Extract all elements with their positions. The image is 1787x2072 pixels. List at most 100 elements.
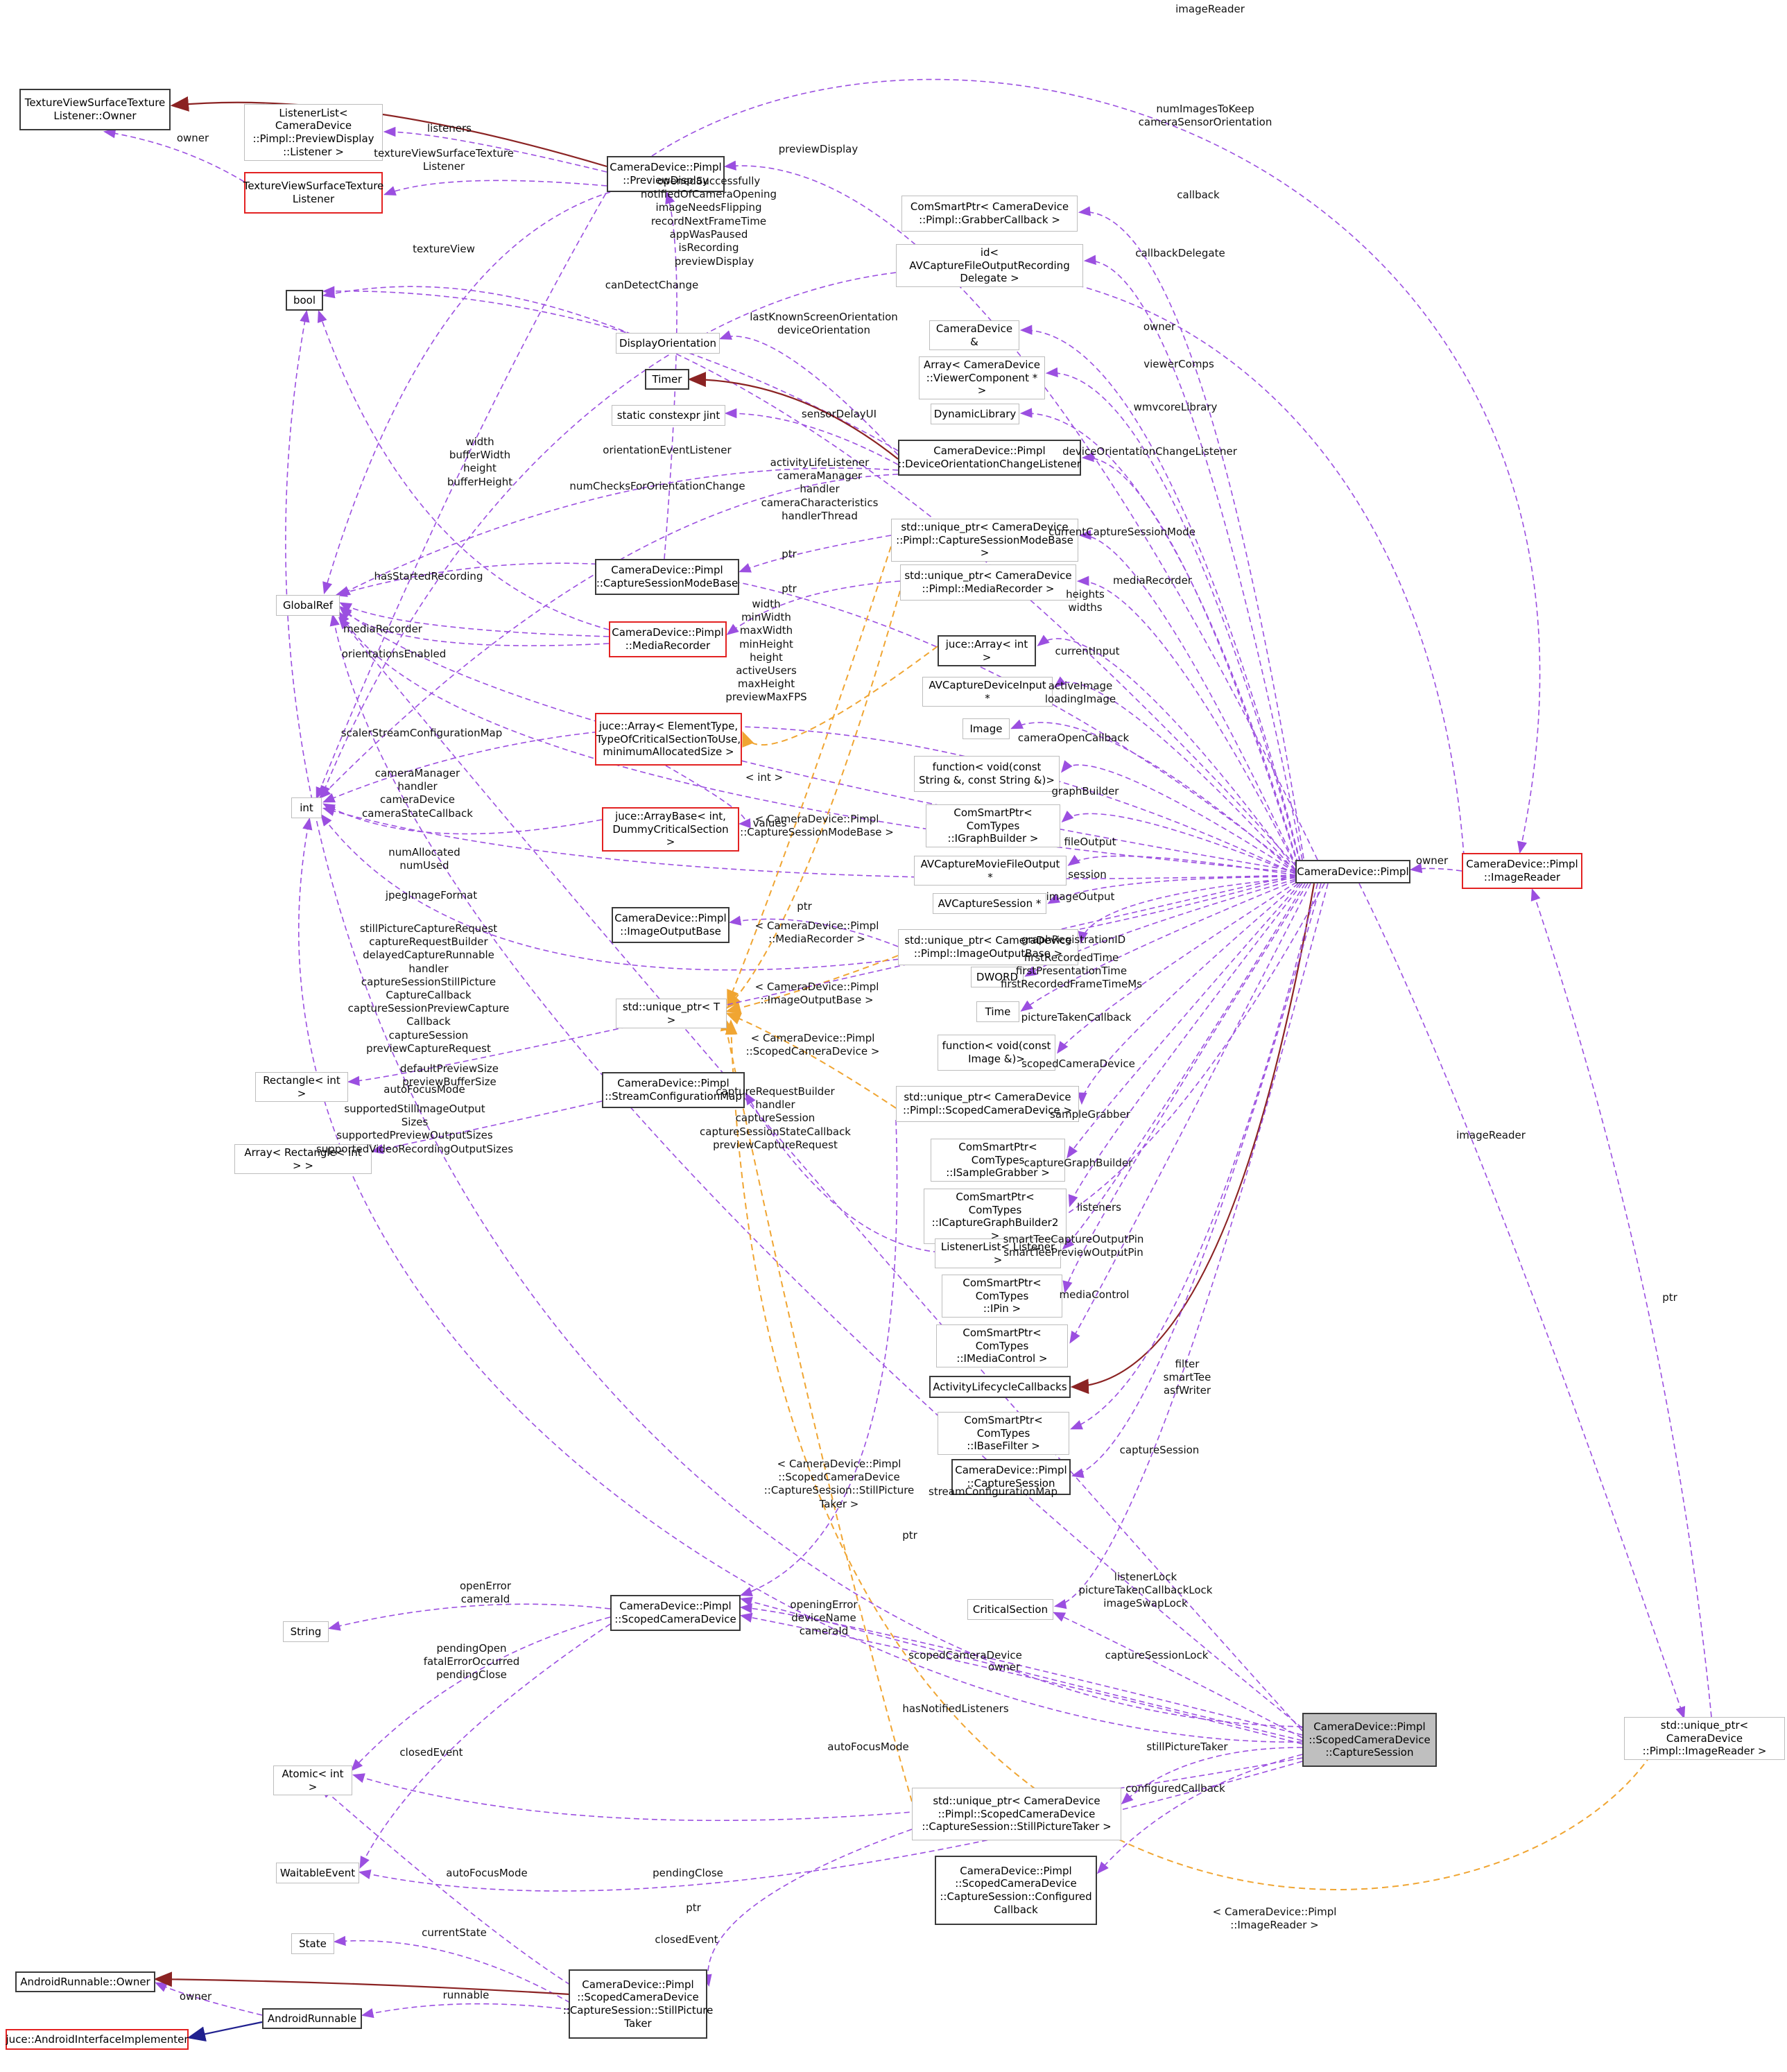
edge: [1053, 1612, 1303, 1738]
edge: [361, 2003, 571, 2019]
node-comsmartptr-isamplegrabber[interactable]: ComSmartPtr< ComTypes ::ISampleGrabber >: [931, 1139, 1065, 1182]
node-pimpl[interactable]: CameraDevice::Pimpl: [1295, 860, 1410, 883]
node-still-picture-taker[interactable]: CameraDevice::Pimpl ::ScopedCameraDevice…: [563, 1969, 713, 2039]
edge-label: callbackDelegate: [1135, 247, 1225, 259]
node-int[interactable]: int: [291, 797, 322, 818]
node-unique-ptr-t[interactable]: std::unique_ptr< T >: [616, 999, 727, 1029]
node-comsmartptr-ibasefilter[interactable]: ComSmartPtr< ComTypes ::IBaseFilter >: [938, 1412, 1069, 1455]
edge-label: openError cameraId: [460, 1580, 511, 1606]
edge: [1078, 530, 1297, 867]
edge: [338, 616, 1303, 1732]
node-rectangle-int[interactable]: Rectangle< int >: [255, 1072, 348, 1103]
node-display-orientation[interactable]: DisplayOrientation: [616, 333, 720, 354]
edge: [327, 1603, 611, 1631]
node-array-rectangle[interactable]: Array< Rectangle< int > >: [234, 1144, 372, 1175]
node-tvstl-owner[interactable]: TextureViewSurfaceTexture Listener::Owne…: [19, 89, 171, 130]
edge: [322, 191, 611, 595]
node-criticalsection[interactable]: CriticalSection: [967, 1599, 1053, 1620]
node-comsmartptr-ipin[interactable]: ComSmartPtr< ComTypes ::IPin >: [942, 1275, 1062, 1318]
edge-label: mediaRecorder: [343, 623, 422, 635]
node-uptr-imageoutputbase[interactable]: std::unique_ptr< CameraDevice ::Pimpl::I…: [898, 929, 1078, 965]
node-juce-arraybase[interactable]: juce::ArrayBase< int, DummyCriticalSecti…: [602, 807, 739, 852]
edge-label: openedSuccessfully notifiedOfCameraOpeni…: [640, 175, 777, 254]
edge-label: < CameraDevice::Pimpl ::ImageReader >: [1212, 1906, 1337, 1932]
node-comsmartptr-icapturegraphbuilder2[interactable]: ComSmartPtr< ComTypes ::ICaptureGraphBui…: [924, 1189, 1067, 1245]
node-androidrunnable-owner[interactable]: AndroidRunnable::Owner: [15, 1971, 155, 1992]
node-device-orientation-change-listener[interactable]: CameraDevice::Pimpl ::DeviceOrientationC…: [898, 440, 1081, 476]
node-id-avcapturefileoutput-delegate[interactable]: id< AVCaptureFileOutputRecording Delegat…: [896, 244, 1083, 287]
edge-label: graphRegistrationID: [1021, 933, 1126, 946]
edge: [725, 1012, 897, 1109]
edge-label: runnable: [442, 1989, 490, 2001]
node-comsmartptr-imediacontrol[interactable]: ComSmartPtr< ComTypes ::IMediaControl >: [936, 1324, 1068, 1367]
node-array-viewercomponent[interactable]: Array< CameraDevice ::ViewerComponent * …: [919, 356, 1045, 399]
edge-label: callback: [1177, 189, 1220, 201]
node-android-interface-implementer[interactable]: juce::AndroidInterfaceImplementer: [6, 2029, 189, 2050]
node-scoped-camera-device[interactable]: CameraDevice::Pimpl ::ScopedCameraDevice: [610, 1595, 741, 1631]
edge: [358, 1761, 1303, 1892]
node-uptr-scopedcameradevice[interactable]: std::unique_ptr< CameraDevice ::Pimpl::S…: [896, 1086, 1079, 1122]
edge-label: < int >: [745, 771, 784, 784]
edge: [316, 185, 611, 800]
node-capturesession-pimpl[interactable]: CameraDevice::Pimpl ::CaptureSession: [951, 1459, 1071, 1495]
edge: [1053, 883, 1329, 1609]
edge-label: sampleGrabber: [1050, 1108, 1130, 1121]
edge: [359, 1623, 611, 1869]
node-avcapturesession[interactable]: AVCaptureSession *: [933, 893, 1046, 914]
node-globalref[interactable]: GlobalRef: [276, 595, 340, 616]
node-state[interactable]: State: [291, 1933, 334, 1954]
node-timer[interactable]: Timer: [645, 369, 689, 390]
edge: [720, 1015, 913, 1802]
node-capture-session-main[interactable]: CameraDevice::Pimpl ::ScopedCameraDevice…: [1302, 1713, 1437, 1767]
node-image[interactable]: Image: [962, 718, 1010, 739]
edge-label: autoFocusMode: [383, 1083, 465, 1096]
node-comsmartptr-grabbercallback[interactable]: ComSmartPtr< CameraDevice ::Pimpl::Grabb…: [901, 196, 1078, 232]
edge-label: closedEvent: [399, 1746, 463, 1759]
node-waitableevent[interactable]: WaitableEvent: [276, 1863, 359, 1883]
node-tvstl[interactable]: TextureViewSurfaceTexture Listener: [243, 172, 383, 214]
node-capture-session-mode-base[interactable]: CameraDevice::Pimpl ::CaptureSessionMode…: [595, 559, 739, 595]
node-uptr-mediarecorder[interactable]: std::unique_ptr< CameraDevice ::Pimpl::M…: [900, 564, 1076, 601]
node-bool[interactable]: bool: [286, 290, 323, 311]
node-configured-callback[interactable]: CameraDevice::Pimpl ::ScopedCameraDevice…: [935, 1856, 1097, 1925]
node-comsmartptr-igraphbuilder[interactable]: ComSmartPtr< ComTypes ::IGraphBuilder >: [926, 804, 1060, 847]
node-avcapturemoviefileoutput[interactable]: AVCaptureMovieFileOutput *: [914, 856, 1067, 886]
edge-label: smartTeeCaptureOutputPin smartTeePreview…: [1003, 1233, 1144, 1259]
edge-label: defaultPreviewSize previewBufferSize: [400, 1062, 499, 1089]
node-uptr-imagereader[interactable]: std::unique_ptr< CameraDevice ::Pimpl::I…: [1624, 1717, 1785, 1760]
edge: [298, 817, 1303, 1743]
edge: [727, 546, 892, 1005]
node-media-recorder[interactable]: CameraDevice::Pimpl ::MediaRecorder: [609, 621, 727, 657]
node-juce-array-elementtype[interactable]: juce::Array< ElementType, TypeOfCritical…: [595, 713, 742, 766]
node-juce-array-int[interactable]: juce::Array< int >: [938, 635, 1036, 667]
node-static-constexpr-jint[interactable]: static constexpr jint: [612, 405, 725, 426]
node-uptr-capturesessionmodebase[interactable]: std::unique_ptr< CameraDevice ::Pimpl::C…: [891, 519, 1078, 562]
edge: [338, 467, 899, 596]
edge-label: captureRequestBuilder handler captureSes…: [700, 1085, 851, 1151]
node-androidrunnable[interactable]: AndroidRunnable: [262, 2008, 362, 2029]
edge-label: textureViewSurfaceTexture Listener: [374, 147, 514, 173]
edge-label: width bufferWidth height bufferHeight: [447, 435, 513, 488]
node-listenerlist-listener[interactable]: ListenerList< Listener >: [935, 1238, 1061, 1269]
node-function-string-callback[interactable]: function< void(const String &, const Str…: [914, 756, 1060, 792]
node-string[interactable]: String: [283, 1621, 329, 1642]
edge: [723, 160, 1318, 861]
edge: [153, 1971, 571, 1996]
node-function-image-callback[interactable]: function< void(const Image &)>: [938, 1035, 1055, 1071]
edge: [352, 1757, 1303, 1822]
node-dword[interactable]: DWORD: [971, 967, 1024, 987]
node-time[interactable]: Time: [976, 1001, 1019, 1022]
node-imageoutput-base[interactable]: CameraDevice::Pimpl ::ImageOutputBase: [612, 907, 730, 943]
node-cameradevice-ref[interactable]: CameraDevice &: [929, 320, 1019, 351]
node-stream-configuration-map[interactable]: CameraDevice::Pimpl ::StreamConfiguratio…: [602, 1072, 745, 1108]
node-uptr-stillpicturetaker[interactable]: std::unique_ptr< CameraDevice ::Pimpl::S…: [912, 1788, 1121, 1840]
node-atomic-int[interactable]: Atomic< int >: [273, 1765, 352, 1796]
edge-label: listeners: [1077, 1201, 1121, 1214]
node-listenerlist-previewdisplay[interactable]: ListenerList< CameraDevice ::Pimpl::Prev…: [244, 104, 383, 161]
node-preview-display[interactable]: CameraDevice::Pimpl ::PreviewDisplay: [607, 156, 725, 192]
node-dynamiclibrary[interactable]: DynamicLibrary: [931, 404, 1019, 424]
node-imagereader[interactable]: CameraDevice::Pimpl ::ImageReader: [1462, 853, 1582, 889]
node-activitylifecyclecallbacks[interactable]: ActivityLifecycleCallbacks: [929, 1376, 1071, 1398]
node-avcapturedeviceinput[interactable]: AVCaptureDeviceInput *: [922, 677, 1053, 707]
